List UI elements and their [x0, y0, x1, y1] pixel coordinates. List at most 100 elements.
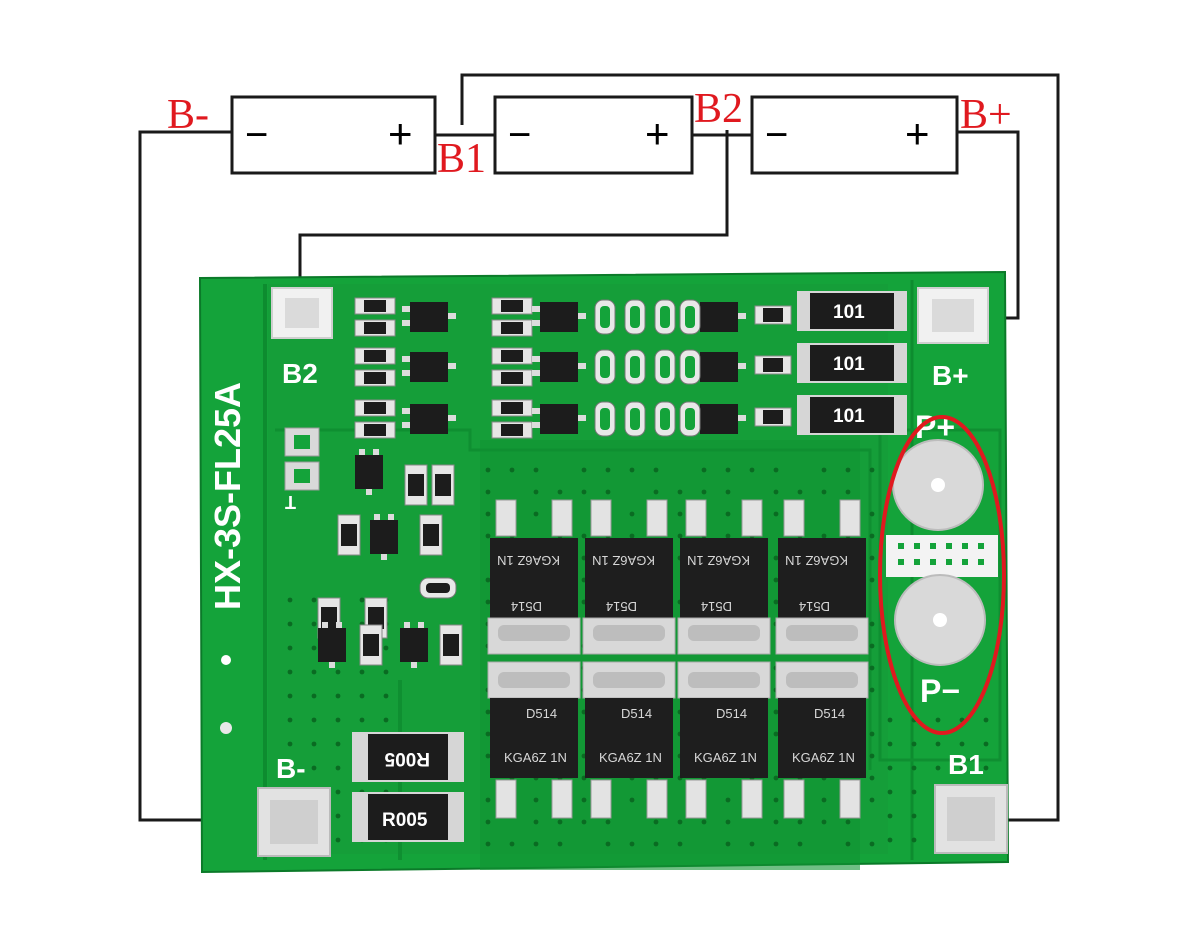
via-hole: [773, 775, 779, 781]
via-hole: [821, 533, 827, 539]
via-hole: [887, 765, 893, 771]
p-minus-pad: [894, 574, 986, 666]
via-hole: [485, 709, 491, 715]
via-hole: [581, 533, 587, 539]
via-hole: [581, 819, 587, 825]
via-hole: [533, 797, 539, 803]
via-hole: [629, 467, 635, 473]
via-hole: [287, 765, 293, 771]
via-hole: [911, 789, 917, 795]
via-hole: [869, 467, 875, 473]
via-hole: [869, 555, 875, 561]
mosfet-marking: KGA6Z 1N: [504, 750, 567, 765]
via-hole: [653, 819, 659, 825]
bridge-dot: [978, 559, 984, 565]
label-b-plus: B+: [960, 92, 1012, 138]
mounting-dot: [221, 655, 231, 665]
smd-resistor: [431, 464, 455, 506]
smd-capacitor: [679, 349, 701, 385]
smd-transistor: [400, 622, 428, 668]
via-hole: [485, 511, 491, 517]
resistor-101-label-2: 101: [833, 354, 865, 375]
via-hole: [359, 597, 365, 603]
smd-resistor: [359, 624, 383, 666]
via-hole: [533, 819, 539, 825]
via-hole: [383, 669, 389, 675]
via-hole: [749, 841, 755, 847]
via-hole: [509, 467, 515, 473]
label-b1: B1: [437, 136, 486, 182]
via-hole: [287, 693, 293, 699]
via-hole: [749, 467, 755, 473]
thermistor-mark: T: [285, 492, 296, 512]
via-hole: [773, 489, 779, 495]
bridge-dot: [946, 559, 952, 565]
via-hole: [335, 693, 341, 699]
wire-b1: [460, 73, 1060, 822]
via-hole: [983, 717, 989, 723]
via-hole: [383, 645, 389, 651]
shunt-label-2: R005: [382, 810, 428, 831]
via-hole: [725, 511, 731, 517]
via-hole: [887, 837, 893, 843]
smd-capacitor: [679, 401, 701, 437]
smd-resistor: [754, 305, 792, 325]
shunt-label-1: R005: [384, 748, 430, 769]
via-hole: [485, 753, 491, 759]
resistor-101-label-3: 101: [833, 406, 865, 427]
via-hole: [605, 819, 611, 825]
via-hole: [557, 841, 563, 847]
resistor-101-row-1: 101: [797, 291, 907, 331]
via-hole: [533, 511, 539, 517]
via-hole: [773, 467, 779, 473]
via-hole: [533, 841, 539, 847]
smd-resistor: [491, 297, 533, 315]
via-hole: [725, 841, 731, 847]
pad-b1-label: B1: [948, 749, 984, 780]
smd-resistor: [491, 369, 533, 387]
via-hole: [869, 533, 875, 539]
via-hole: [935, 765, 941, 771]
via-hole: [629, 797, 635, 803]
via-hole: [653, 489, 659, 495]
smd-resistor: [354, 421, 396, 439]
via-hole: [959, 765, 965, 771]
via-hole: [869, 621, 875, 627]
cell-2-negative: −: [508, 113, 531, 157]
via-hole: [773, 599, 779, 605]
via-hole: [887, 717, 893, 723]
bridge-dot: [914, 543, 920, 549]
via-hole: [605, 467, 611, 473]
via-hole: [887, 741, 893, 747]
smd-resistor: [491, 347, 533, 365]
via-hole: [797, 841, 803, 847]
cell-1-negative: −: [245, 113, 268, 157]
resistor-101-row-2: 101: [797, 343, 907, 383]
mosfet-marking: KGA6Z 1N: [497, 553, 560, 568]
cell-3-positive: +: [905, 110, 930, 157]
smd-resistor: [754, 355, 792, 375]
label-b2: B2: [694, 86, 743, 132]
via-hole: [359, 717, 365, 723]
via-hole: [311, 597, 317, 603]
board-model-text: HX-3S-FL25A: [207, 382, 248, 610]
via-hole: [359, 693, 365, 699]
via-hole: [869, 687, 875, 693]
via-hole: [935, 717, 941, 723]
smd-resistor: [754, 407, 792, 427]
smd-resistor: [354, 347, 396, 365]
smd-capacitor: [594, 401, 616, 437]
bridge-dot: [962, 559, 968, 565]
smd-capacitor: [594, 299, 616, 335]
mosfet-marking: KGA6Z 1N: [592, 553, 655, 568]
via-hole: [677, 533, 683, 539]
p-minus-label: P−: [920, 673, 960, 709]
pad-b-plus-label: B+: [932, 360, 969, 391]
via-hole: [911, 837, 917, 843]
via-hole: [911, 813, 917, 819]
via-hole: [605, 489, 611, 495]
via-hole: [725, 797, 731, 803]
